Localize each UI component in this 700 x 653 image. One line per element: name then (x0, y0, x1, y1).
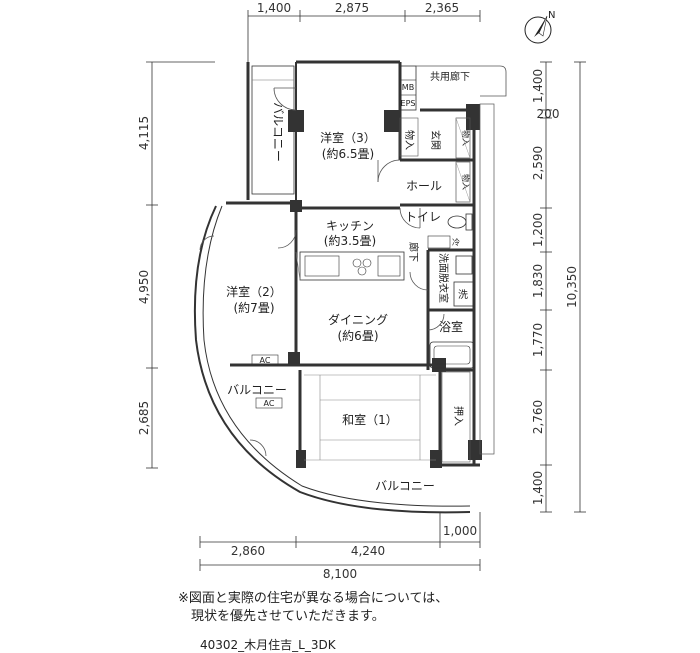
kitchen-counter (299, 251, 405, 281)
balcony-left-label: バルコニー (227, 383, 287, 397)
dim-bottom-1: 2,860 (231, 544, 265, 558)
compass-north-label: N (548, 10, 555, 21)
dim-right-1: 1,400 (531, 69, 545, 103)
compass-icon: N (524, 10, 555, 44)
mb-label: MB (402, 83, 414, 92)
shelf-label: 物入 (461, 130, 471, 146)
dimension-labels: 1,400 2,875 2,365 4,115 4,950 2,685 1,40… (137, 1, 579, 581)
disclaimer-note: ※図面と実際の住宅が異なる場合については、 現状を優先させていただきます。 (178, 590, 448, 626)
laundry-label: 洗 (458, 289, 468, 301)
closet-label: 物入 (403, 130, 416, 150)
dim-right-total: 10,350 (565, 266, 579, 308)
dim-right-6: 1,770 (531, 323, 545, 357)
dim-top-2: 2,875 (335, 1, 369, 15)
dim-right-8: 1,400 (531, 471, 545, 505)
room-labels: 洋室（3） (約6.5畳) 洋室（2） (約7畳) キッチン (約3.5畳) ダ… (226, 70, 471, 493)
laundry-area (453, 281, 475, 307)
dining-size: (約6畳) (338, 328, 379, 343)
dim-right-7: 2,760 (531, 400, 545, 434)
bathtub-icon (429, 341, 475, 369)
western-room-2-name: 洋室（2） (226, 284, 282, 299)
dim-left-3: 2,685 (137, 401, 151, 435)
note-line-2: 現状を優先させていただきます。 (178, 609, 385, 624)
dim-bottom-2: 4,240 (351, 544, 385, 558)
dim-top-1: 1,400 (257, 1, 291, 15)
dim-bottom-total: 8,100 (323, 567, 357, 581)
western-room-2-size: (約7畳) (234, 300, 275, 315)
dim-right-2: 200 (537, 107, 560, 121)
washbasin-icon (455, 255, 473, 275)
tatami-lines (304, 374, 436, 461)
western-room-3-size: (約6.5畳) (322, 146, 374, 161)
door-swings (199, 87, 445, 457)
eps-label: EPS (401, 99, 416, 108)
western-room-3-name: 洋室（3） (320, 130, 376, 145)
refrigerator-icon (427, 235, 451, 249)
shoe-closet-label: 物入 (461, 174, 471, 190)
refrigerator-label: 冷 (452, 237, 460, 247)
ac-unit-2 (255, 397, 283, 409)
dim-bottom-3: 1,000 (443, 524, 477, 538)
mb-eps-box (399, 65, 417, 111)
plan-code: 40302_木月住吉_L_3DK (200, 638, 336, 652)
bath-label: 浴室 (439, 319, 463, 334)
ac-unit-1 (251, 354, 279, 366)
dim-right-3: 2,590 (531, 146, 545, 180)
ac-label-2: AC (264, 399, 275, 408)
dim-top-3: 2,365 (425, 1, 459, 15)
dim-left-2: 4,950 (137, 270, 151, 304)
corridor-label: 廊下 (407, 242, 420, 262)
toilet-label: トイレ (405, 210, 441, 224)
oshiire-closet (441, 371, 471, 463)
dimension-lines (146, 10, 586, 571)
kitchen-size: (約3.5畳) (324, 233, 376, 248)
kitchen-name: キッチン (326, 219, 374, 233)
balcony-bottom-label: バルコニー (375, 479, 435, 493)
balcony-top-label: バルコニー (271, 102, 285, 162)
japanese-room-name: 和室（1） (342, 412, 398, 427)
wall-columns (288, 104, 482, 468)
ac-label-1: AC (260, 356, 271, 365)
dim-right-4: 1,200 (531, 213, 545, 247)
hall-label: ホール (406, 179, 442, 193)
note-line-1: ※図面と実際の住宅が異なる場合については、 (178, 591, 449, 606)
common-corridor-label: 共用廊下 (430, 70, 470, 83)
plan-body (193, 60, 507, 514)
dining-name: ダイニング (328, 312, 388, 327)
oshiire-label: 押入 (452, 406, 465, 426)
dim-left-1: 4,115 (137, 116, 151, 150)
washroom-label: 洗面脱衣室 (437, 253, 450, 303)
entrance-label: 玄関 (429, 130, 442, 150)
dim-right-5: 1,830 (531, 264, 545, 298)
